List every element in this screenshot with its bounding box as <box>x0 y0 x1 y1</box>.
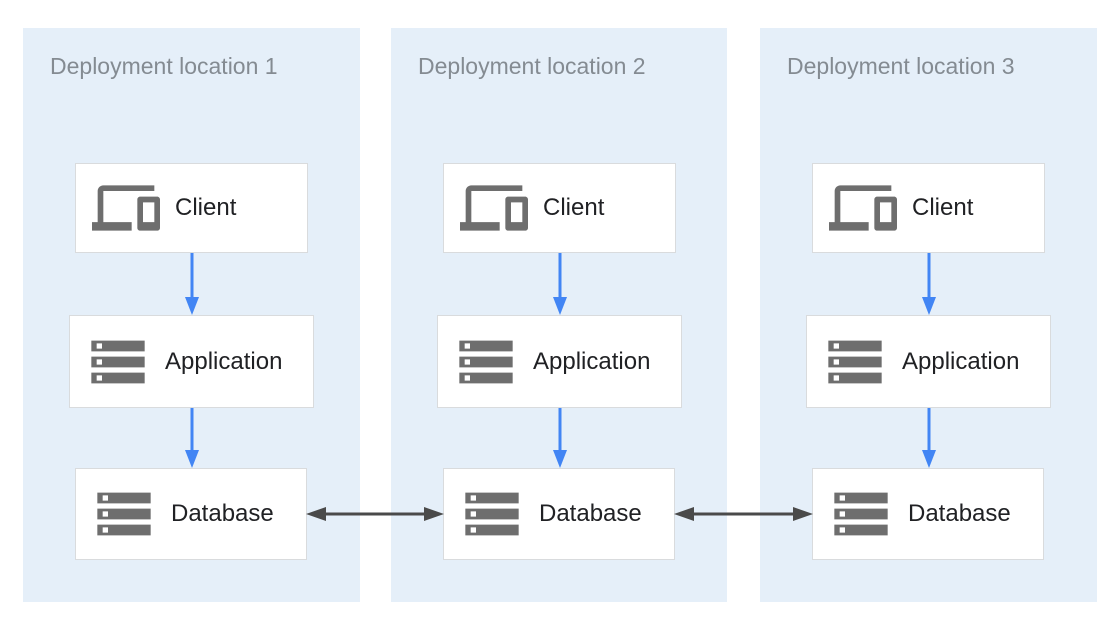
node-label: Database <box>171 500 274 527</box>
node-label: Database <box>539 500 642 527</box>
storage-icon <box>97 492 151 536</box>
flow-arrow-down <box>922 408 936 468</box>
deployment-panel-3: Deployment location 3 Client Application… <box>760 28 1097 602</box>
flow-arrow-down <box>185 253 199 315</box>
database-node: Database <box>75 468 307 560</box>
devices-icon <box>92 185 160 231</box>
node-label: Client <box>543 194 605 221</box>
client-node: Client <box>75 163 308 253</box>
client-node: Client <box>443 163 676 253</box>
application-node: Application <box>69 315 314 408</box>
deployment-panel-1: Deployment location 1 Client Application… <box>23 28 360 602</box>
node-label: Database <box>908 500 1011 527</box>
flow-arrow-down <box>185 408 199 468</box>
panel-title: Deployment location 3 <box>787 53 1015 79</box>
panel-title: Deployment location 1 <box>50 53 278 79</box>
storage-icon <box>834 492 888 536</box>
deployment-panel-2: Deployment location 2 Client Application… <box>391 28 727 602</box>
devices-icon <box>829 185 897 231</box>
client-node: Client <box>812 163 1045 253</box>
storage-icon <box>828 340 882 383</box>
database-node: Database <box>443 468 675 560</box>
node-label: Application <box>165 347 283 375</box>
panel-title: Deployment location 2 <box>418 53 646 79</box>
db-replication-arrow <box>306 507 444 521</box>
node-label: Application <box>902 347 1020 375</box>
node-label: Application <box>533 347 651 375</box>
storage-icon <box>465 492 519 536</box>
node-label: Client <box>175 194 237 221</box>
application-node: Application <box>806 315 1051 408</box>
node-label: Client <box>912 194 974 221</box>
storage-icon <box>91 340 145 383</box>
devices-icon <box>460 185 528 231</box>
db-replication-arrow <box>674 507 813 521</box>
flow-arrow-down <box>553 408 567 468</box>
flow-arrow-down <box>553 253 567 315</box>
database-node: Database <box>812 468 1044 560</box>
flow-arrow-down <box>922 253 936 315</box>
storage-icon <box>459 340 513 383</box>
application-node: Application <box>437 315 682 408</box>
